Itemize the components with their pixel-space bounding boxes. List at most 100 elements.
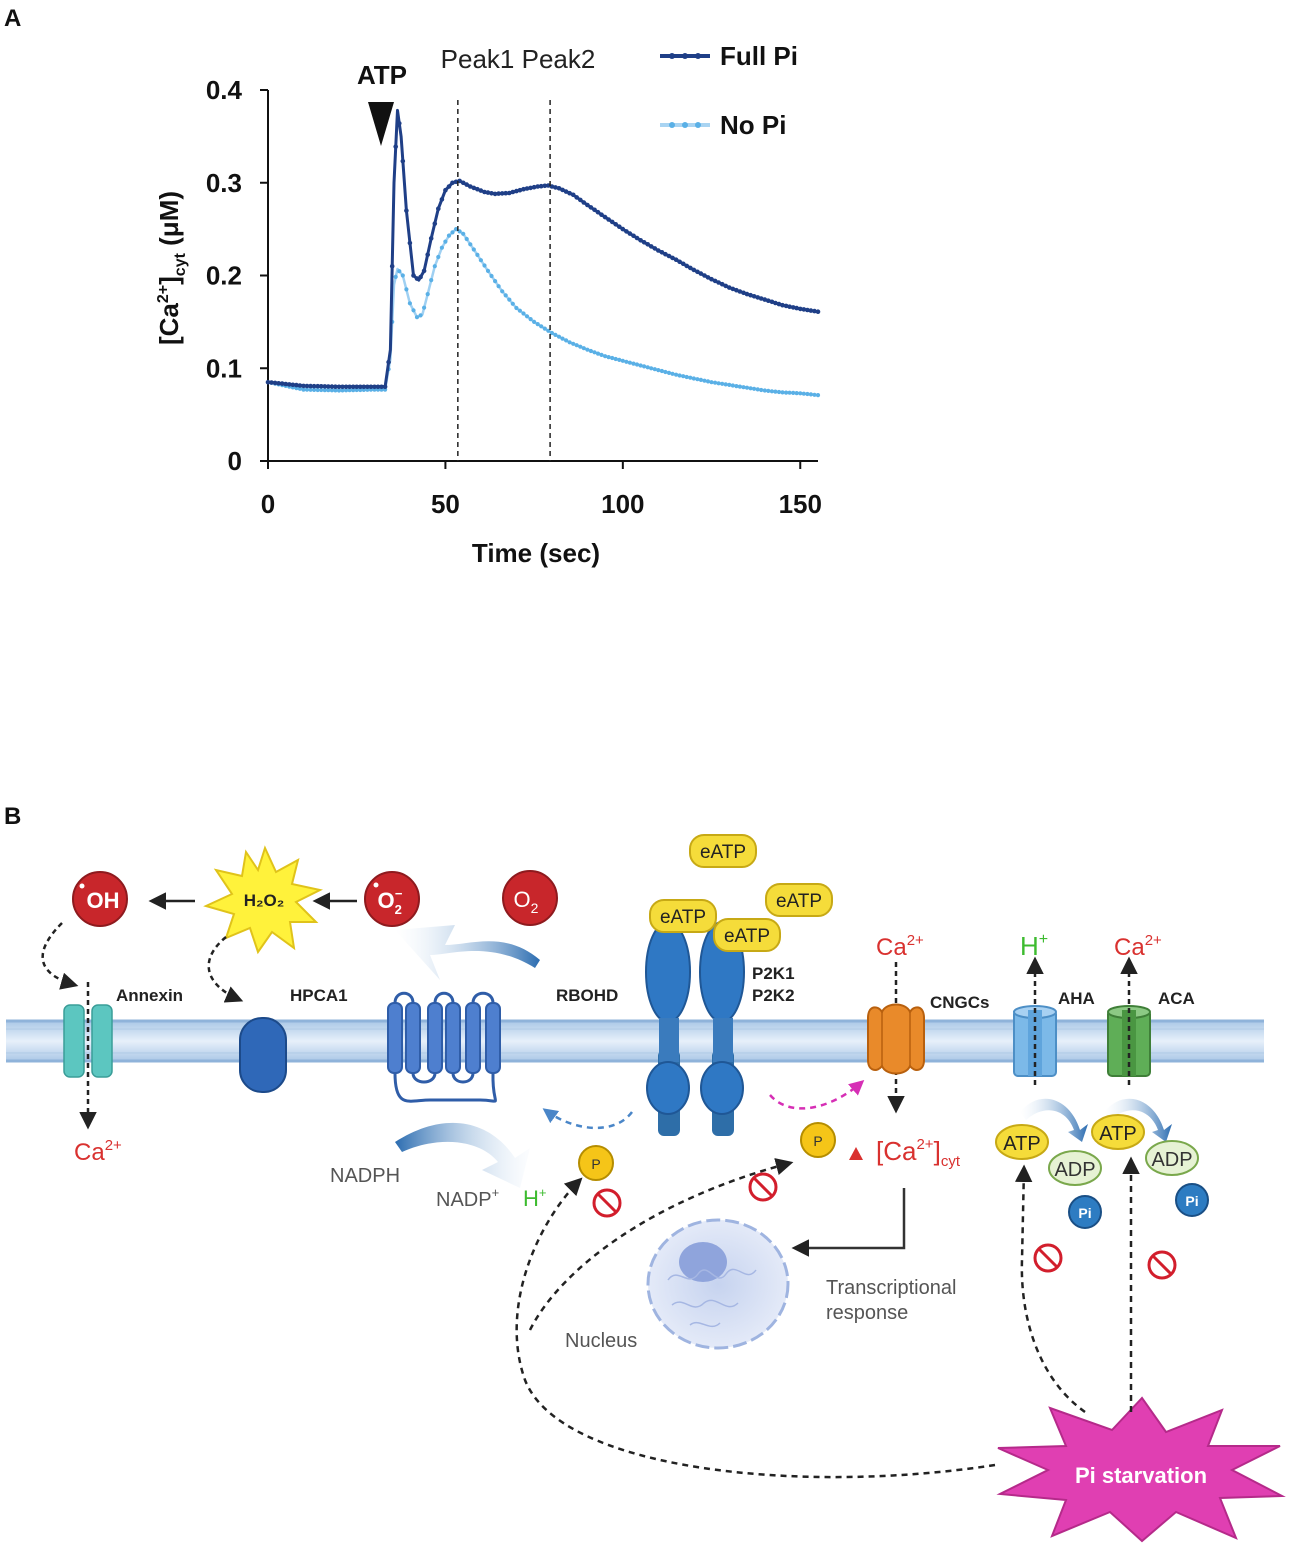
- pi-starvation-label: Pi starvation: [1075, 1463, 1207, 1488]
- p2k1-label: P2K1: [752, 964, 795, 983]
- data-point: [521, 311, 526, 316]
- aca-pump: [1107, 1005, 1151, 1077]
- data-point: [638, 363, 643, 368]
- data-point: [538, 183, 544, 189]
- data-point: [720, 381, 725, 386]
- rbohd-inner-loops: [393, 1072, 497, 1103]
- data-point: [716, 280, 721, 285]
- eatp-1: eATP: [689, 834, 757, 868]
- data-point: [312, 387, 317, 392]
- data-point: [744, 291, 750, 297]
- data-point: [528, 185, 533, 191]
- data-point: [627, 360, 633, 365]
- data-point: [404, 287, 409, 292]
- arrow-h2o2-to-hpca1: [207, 936, 244, 1003]
- eatp-4-label: eATP: [724, 926, 770, 947]
- data-point: [776, 389, 782, 395]
- aca-adp-pill: [1145, 1140, 1199, 1176]
- data-point: [482, 189, 487, 195]
- data-point: [684, 263, 689, 269]
- data-point: [436, 206, 441, 211]
- data-point: [297, 383, 303, 388]
- peak-labels: Peak1 Peak2: [441, 44, 596, 74]
- data-point: [308, 387, 313, 392]
- data-point: [755, 295, 760, 300]
- aca-adp: ADP: [1145, 1140, 1199, 1176]
- data-point: [776, 301, 782, 307]
- aha-adp-pill: [1048, 1150, 1102, 1186]
- legend-marker-none: [669, 122, 675, 128]
- data-point: [375, 384, 381, 390]
- data-point: [347, 388, 352, 393]
- y-tick-marks: [260, 89, 268, 462]
- data-point: [539, 324, 544, 329]
- rbohd-label: RBOHD: [556, 986, 618, 1005]
- y-tick-label: 0.3: [206, 168, 242, 198]
- data-point: [411, 308, 416, 313]
- eatp-2: eATP: [649, 899, 717, 933]
- data-point: [805, 307, 810, 313]
- data-point: [315, 387, 320, 393]
- h-plus-bottom-label: H+: [523, 1185, 546, 1211]
- cytosolic-ca-label: [Ca2+]cyt: [876, 1136, 961, 1170]
- radical-dot: [79, 883, 85, 889]
- transcription-label-line-1: Transcriptional: [826, 1277, 956, 1299]
- data-point: [351, 388, 356, 393]
- rbohd-helix-1: [387, 1002, 403, 1074]
- data-point: [702, 273, 707, 278]
- data-point: [493, 279, 498, 284]
- data-point: [361, 384, 367, 390]
- data-point: [755, 387, 760, 392]
- superoxide-label: O2−: [378, 886, 403, 917]
- data-point: [599, 212, 604, 217]
- data-point: [514, 188, 519, 194]
- nucleolus: [679, 1242, 727, 1282]
- data-point: [326, 384, 331, 389]
- data-point: [606, 217, 611, 222]
- data-point: [659, 250, 665, 255]
- data-point: [308, 383, 313, 389]
- data-point: [461, 231, 466, 236]
- data-point: [585, 202, 590, 208]
- data-point: [709, 276, 714, 282]
- cngc-ca-label: Ca2+: [876, 932, 924, 961]
- annexin-label: Annexin: [116, 986, 183, 1005]
- data-point: [762, 388, 767, 393]
- data-point: [322, 384, 328, 389]
- data-point: [450, 180, 455, 186]
- rbohd-protein: [387, 991, 501, 1103]
- chromatin: [667, 1268, 757, 1328]
- data-point: [595, 351, 601, 356]
- annexin-channel: [63, 1004, 113, 1078]
- increase-triangle: [849, 1147, 863, 1160]
- data-point: [631, 233, 636, 239]
- data-point: [358, 384, 363, 390]
- data-point: [386, 359, 391, 365]
- data-point: [609, 219, 615, 225]
- data-point: [631, 361, 636, 366]
- peak-lines: [457, 100, 551, 461]
- data-point: [404, 208, 409, 213]
- data-point: [350, 384, 356, 390]
- data-point: [663, 369, 668, 375]
- data-point: [571, 341, 576, 346]
- aha-atp-pill: [995, 1124, 1049, 1160]
- aha-core: [1028, 1010, 1042, 1076]
- data-point: [464, 236, 469, 242]
- data-point: [407, 301, 412, 306]
- data-point: [574, 343, 579, 348]
- data-point: [563, 189, 569, 194]
- data-point: [482, 263, 487, 268]
- data-point: [471, 185, 477, 191]
- data-point: [389, 263, 395, 269]
- data-point: [758, 296, 764, 301]
- data-point: [517, 308, 523, 313]
- data-point: [634, 362, 640, 367]
- data-point: [681, 374, 686, 379]
- data-point: [336, 388, 342, 393]
- data-point: [379, 384, 384, 390]
- phospho-cngc: P: [800, 1122, 836, 1158]
- aca-pi-circle: [1175, 1183, 1209, 1217]
- series-no-pi: [265, 227, 821, 398]
